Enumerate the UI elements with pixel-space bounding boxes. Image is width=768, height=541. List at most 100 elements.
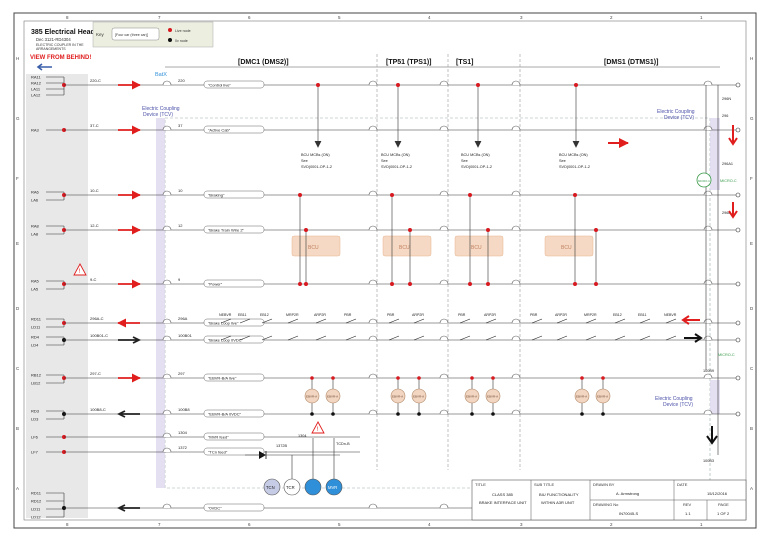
mcb-text: See bbox=[461, 159, 468, 163]
grid-col-label-bottom: 2 bbox=[610, 522, 613, 527]
live-node-icon bbox=[408, 282, 412, 286]
contact-switch-icon bbox=[485, 318, 497, 324]
grid-row-label-right: H bbox=[750, 56, 753, 61]
pin-label: RA8 bbox=[31, 224, 40, 229]
section-headers: [DMC1 (DMS2)] [TP51 (TPS1)] [TS1] [DMS1 … bbox=[165, 59, 720, 68]
frame-outer bbox=[13, 12, 757, 529]
bcu-label: BCU bbox=[561, 245, 572, 251]
bcu-box bbox=[544, 235, 594, 257]
contact-switch-icon bbox=[220, 318, 232, 324]
signal-label: "Braking" bbox=[208, 193, 225, 198]
contact-switch-icon bbox=[345, 318, 357, 324]
mcb-text: BCU MCBs (ON) bbox=[301, 153, 330, 157]
subtitle-value-2: WITHIN A3R UNIT bbox=[541, 500, 575, 505]
grid-row-label: F bbox=[16, 176, 19, 181]
pin-label: RD11 bbox=[31, 491, 42, 496]
contact-label: PBR bbox=[344, 313, 352, 317]
coupler-loop-icon bbox=[511, 279, 521, 285]
relay-coil-icon bbox=[390, 388, 406, 404]
arrow-down-red-icon-2 bbox=[728, 202, 738, 219]
grid-col-label-bottom: 7 bbox=[158, 522, 161, 527]
bcu-label: BCU bbox=[471, 245, 482, 251]
grid-col-label: 7 bbox=[158, 15, 161, 20]
coupler-loop-icon bbox=[368, 80, 378, 86]
relay-coil-icon bbox=[325, 388, 341, 404]
coupler-loop-icon bbox=[439, 335, 449, 341]
terminal-icon bbox=[735, 375, 741, 381]
micro-c-label: MICRO-C bbox=[720, 179, 737, 183]
tcn-relay-icon bbox=[263, 478, 281, 496]
live-node-icon bbox=[601, 376, 605, 380]
wire-id: 100B01-C bbox=[90, 333, 108, 338]
contact-switch-icon bbox=[665, 335, 677, 341]
pin-label: RB12 bbox=[31, 373, 42, 378]
contact-label: ARP2R bbox=[484, 313, 496, 317]
coupler-loop-icon bbox=[439, 125, 449, 131]
pin-label: LD11 bbox=[31, 507, 41, 512]
signal-label: "Brake Train Wire 2" bbox=[208, 228, 245, 233]
signal-label: "0VDC" bbox=[208, 506, 222, 511]
wire-number: 10 bbox=[178, 188, 183, 193]
coupler-loop-icon bbox=[703, 80, 713, 86]
coupler-loop-icon bbox=[162, 125, 172, 131]
coupler-loop-icon bbox=[439, 80, 449, 86]
pin-label: LD11 bbox=[31, 325, 41, 330]
batx-label: BatX bbox=[155, 72, 167, 78]
coupler-loop-icon bbox=[368, 335, 378, 341]
relay-coil-icon bbox=[304, 388, 320, 404]
coupler-loop-icon bbox=[439, 279, 449, 285]
dc-node-icon bbox=[580, 412, 584, 416]
coupler-loop-icon bbox=[439, 503, 449, 509]
live-node-icon bbox=[298, 193, 302, 197]
tcn-label: TCN bbox=[266, 485, 275, 490]
live-node-icon bbox=[304, 282, 308, 286]
contact-label: PBR bbox=[458, 313, 466, 317]
grid-row-label-right: G bbox=[750, 116, 754, 121]
coupler-loop-icon bbox=[703, 409, 713, 415]
contact-label: ARP2R bbox=[412, 313, 424, 317]
signal-label: "Active Cab" bbox=[208, 128, 231, 133]
grid-row-label-right: C bbox=[750, 366, 754, 371]
warning-triangle-icon-2 bbox=[73, 263, 87, 276]
grid-col-label: 2 bbox=[610, 15, 613, 20]
contact-label: MRP2R bbox=[286, 313, 299, 317]
grid-row-label-right: F bbox=[750, 176, 753, 181]
coupler-loop-icon bbox=[703, 279, 713, 285]
signal-label-pill bbox=[203, 125, 265, 134]
section-dms1: [DMS1 (DTMS1)] bbox=[604, 59, 658, 66]
contact-switch-icon bbox=[220, 335, 232, 341]
contact-switch-icon bbox=[315, 335, 327, 341]
contact-label: MRP2R bbox=[584, 313, 597, 317]
contact-switch-icon bbox=[639, 318, 651, 324]
live-node-icon bbox=[594, 228, 598, 232]
grid-col-label: 4 bbox=[428, 15, 431, 20]
micro-c-label-inside: MICRO-C bbox=[698, 179, 710, 183]
contact-switch-icon bbox=[585, 335, 597, 341]
wire-id: 10-C bbox=[90, 188, 99, 193]
coupler-loop-icon bbox=[703, 318, 713, 324]
contact-switch-icon bbox=[556, 335, 568, 341]
live-node-icon bbox=[168, 28, 172, 32]
pin-label: RA11 bbox=[31, 75, 41, 80]
contact-label: PBR bbox=[387, 313, 395, 317]
warning-mark: ! bbox=[317, 427, 319, 433]
wire-number: 100B01 bbox=[178, 333, 193, 338]
contact-switch-icon bbox=[639, 335, 651, 341]
coupler-loop-icon bbox=[511, 409, 521, 415]
wire-number: 12 bbox=[178, 223, 183, 228]
mvr-relay-icon bbox=[304, 478, 322, 496]
coupler-loop-icon bbox=[703, 373, 713, 379]
bcu-box bbox=[291, 235, 341, 257]
coupler-loop-icon bbox=[439, 190, 449, 196]
arrow-down-icon bbox=[572, 140, 580, 148]
view-from-behind-label: VIEW FROM BEHIND! bbox=[30, 55, 91, 61]
arrow-left-red-icon bbox=[681, 315, 700, 325]
signal-label: "Brake Loop 0VDC" bbox=[208, 338, 244, 343]
contact-switch-icon bbox=[239, 318, 251, 324]
coupler-loop-icon bbox=[703, 335, 713, 341]
wire-number: 100B8 bbox=[178, 407, 190, 412]
coupler-loop-icon bbox=[368, 409, 378, 415]
relay-label: EBVR-A bbox=[466, 395, 477, 399]
pin-label: RD11 bbox=[31, 317, 42, 322]
